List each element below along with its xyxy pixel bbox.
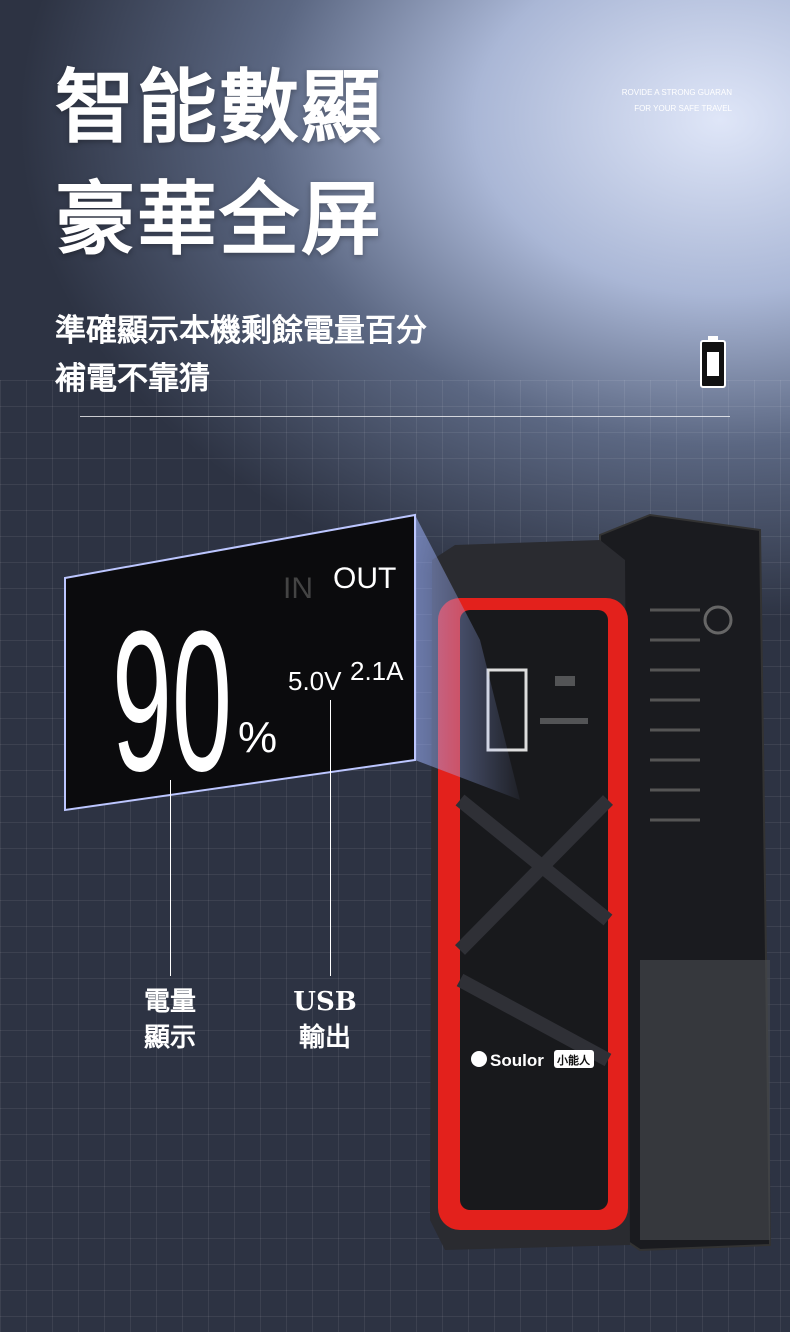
brand-cn: 小能人 [556, 1053, 591, 1067]
headline-line2: 豪華全屏 [55, 173, 383, 266]
lcd-percent-sign: % [238, 713, 277, 762]
lcd-percent: 90 [112, 590, 232, 813]
lcd-voltage: 5.0V [288, 666, 342, 696]
lcd-current: 2.1A [350, 656, 404, 686]
grip-ridges [650, 608, 700, 822]
subtitle-line1: 準確顯示本機剩餘電量百分 [55, 313, 427, 349]
callout-line-usb [330, 700, 331, 976]
subtitle-line2: 補電不靠猜 [55, 361, 210, 397]
lcd-in-label: IN [283, 572, 313, 605]
battery-icon [700, 336, 726, 388]
callout-text: USB [293, 987, 357, 1017]
brand-name: Soulor [490, 1051, 544, 1070]
lcd-callout [64, 513, 416, 812]
lcd-out-label: OUT [333, 562, 396, 595]
callout-line-battery [170, 780, 171, 976]
tagline-line2: FOR YOUR SAFE TRAVEL [634, 104, 732, 113]
callout-text: 電量 [143, 987, 196, 1017]
brand-logo-icon [471, 1051, 487, 1067]
projection-beam [415, 515, 520, 800]
headline-line1: 智能數顯 [55, 61, 383, 154]
divider [80, 416, 730, 417]
callout-text: 輸出 [298, 1023, 351, 1053]
tagline-line1: ROVIDE A STRONG GUARAN [621, 88, 732, 97]
callout-usb-output: USB 輸出 [280, 984, 370, 1056]
power-button-icon [703, 605, 733, 635]
callout-text: 顯示 [143, 1023, 196, 1053]
callout-battery-display: 電量 顯示 [125, 984, 215, 1056]
